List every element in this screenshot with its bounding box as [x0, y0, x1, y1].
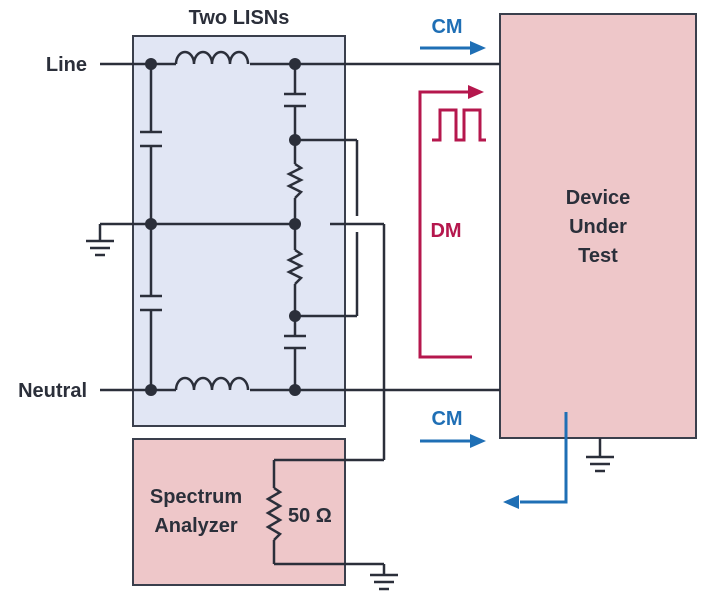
resistor-value-label: 50 Ω	[288, 505, 332, 527]
dm-label: DM	[430, 220, 461, 242]
dut-label-line3: Test	[578, 245, 618, 267]
lisn-upper-resistor	[286, 162, 304, 199]
dut-label-line1: Device	[566, 187, 631, 209]
left-lower-capacitor	[140, 294, 162, 312]
dut-ground-icon	[586, 455, 614, 473]
spectrum-analyzer-label-line2: Analyzer	[154, 515, 238, 537]
lisn-title: Two LISNs	[189, 7, 290, 29]
neutral-inductor	[174, 376, 250, 391]
right-upper-capacitor	[284, 92, 306, 108]
circuit-wires	[98, 62, 602, 574]
cm-return-arrow	[503, 412, 568, 509]
spectrum-analyzer-box	[132, 438, 346, 586]
cm-top-label: CM	[431, 16, 462, 38]
lisn-lower-resistor	[286, 248, 304, 285]
dm-pulse-waveform	[432, 108, 486, 142]
junction-dots	[145, 58, 301, 396]
spectrum-analyzer-label-line1: Spectrum	[150, 486, 242, 508]
line-label: Line	[46, 54, 87, 76]
device-under-test-box	[499, 13, 697, 439]
analyzer-50-ohm-resistor	[265, 486, 283, 541]
lisn-box	[132, 35, 346, 427]
cm-top-arrow	[420, 41, 486, 55]
right-lower-capacitor	[284, 334, 306, 350]
left-upper-capacitor	[140, 130, 162, 148]
cm-bottom-arrow	[420, 434, 486, 448]
line-inductor	[174, 50, 250, 65]
neutral-label: Neutral	[18, 380, 87, 402]
analyzer-ground-icon	[370, 573, 398, 591]
lisn-ground-icon	[86, 239, 114, 257]
dut-label-line2: Under	[569, 216, 627, 238]
dm-arrow	[418, 85, 484, 359]
cm-bottom-label: CM	[431, 408, 462, 430]
